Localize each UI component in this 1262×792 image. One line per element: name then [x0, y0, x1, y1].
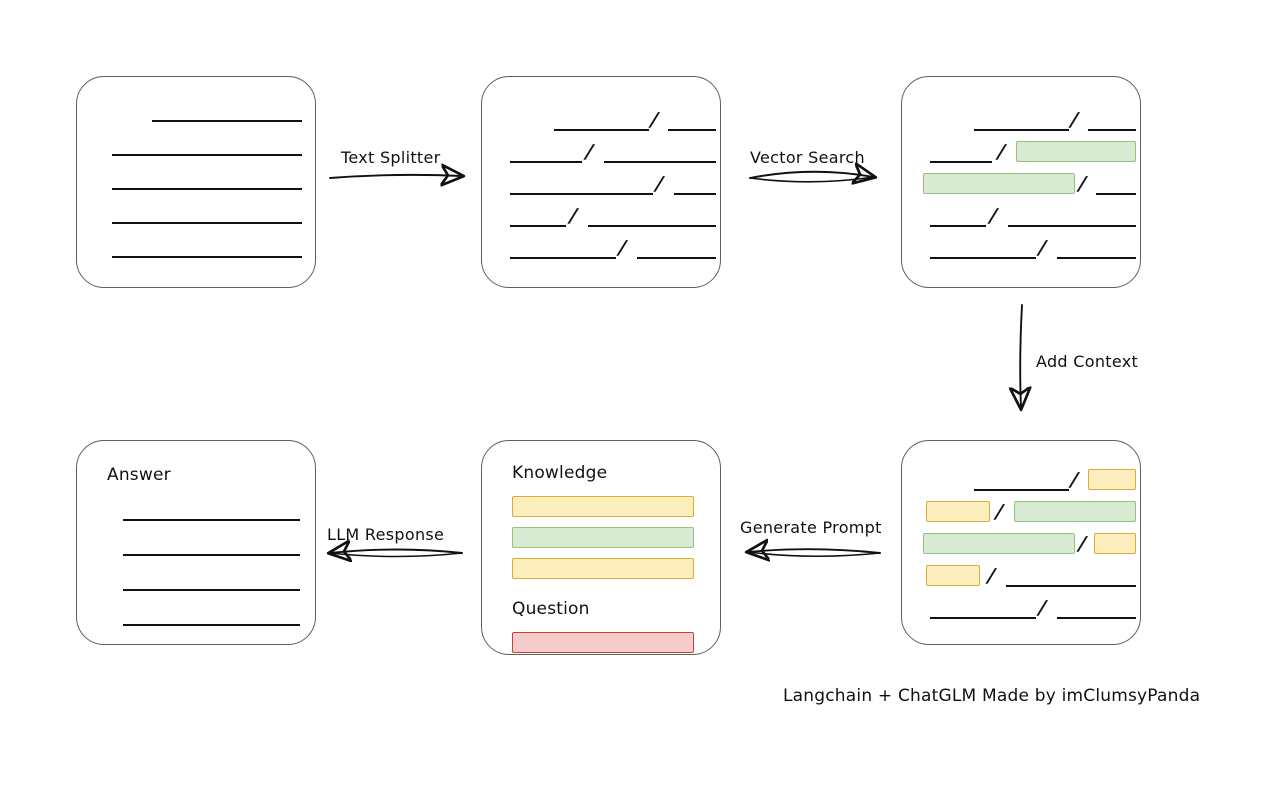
separator-slash: / [988, 205, 999, 227]
arrow-label-llm-response: LLM Response [327, 525, 445, 544]
separator-slash: / [1069, 109, 1080, 131]
text-rule [1008, 225, 1136, 227]
separator-slash: / [986, 565, 997, 587]
text-rule [974, 489, 1069, 491]
text-rule [1057, 257, 1136, 259]
prompt-bar-red [512, 632, 694, 653]
arrow-generate-prompt [748, 549, 881, 556]
arrow-label-generate-prompt: Generate Prompt [740, 518, 882, 537]
text-rule [974, 129, 1069, 131]
separator-slash: / [1037, 237, 1048, 259]
text-rule [510, 193, 653, 195]
text-rule [930, 617, 1036, 619]
separator-slash: / [1077, 533, 1088, 555]
highlight-chip-yellow [1088, 469, 1136, 490]
separator-slash: / [584, 141, 595, 163]
highlight-chip-green [1014, 501, 1136, 522]
card-context-document[interactable]: / / / / / [901, 440, 1141, 645]
highlight-chip-green [923, 173, 1075, 194]
separator-slash: / [996, 141, 1007, 163]
text-rule [112, 188, 302, 190]
text-rule [930, 225, 986, 227]
separator-slash: / [1077, 173, 1088, 195]
text-rule [930, 257, 1036, 259]
prompt-section-heading: Knowledge [512, 463, 608, 483]
arrow-label-text-splitter: Text Splitter [341, 148, 441, 167]
text-rule [930, 161, 992, 163]
text-rule [123, 589, 300, 591]
card-split-chunks[interactable]: / / / / / [481, 76, 721, 288]
text-rule [152, 120, 302, 122]
text-rule [510, 257, 616, 259]
prompt-bar-yellow [512, 558, 694, 579]
card-matched-chunks[interactable]: / / / / / [901, 76, 1141, 288]
text-rule [112, 154, 302, 156]
arrow-vector-search [749, 172, 874, 182]
prompt-bar-yellow [512, 496, 694, 517]
separator-slash: / [568, 205, 579, 227]
text-rule [112, 222, 302, 224]
answer-heading: Answer [107, 465, 171, 485]
text-rule [123, 554, 300, 556]
highlight-chip-yellow [926, 565, 980, 586]
text-rule [123, 519, 300, 521]
arrow-llm-response [330, 550, 463, 557]
prompt-section-heading: Question [512, 599, 590, 619]
text-rule [554, 129, 649, 131]
text-rule [510, 161, 582, 163]
separator-slash: / [654, 173, 665, 195]
separator-slash: / [649, 109, 660, 131]
text-rule [1096, 193, 1136, 195]
text-rule [123, 624, 300, 626]
separator-slash: / [1069, 469, 1080, 491]
text-rule [588, 225, 716, 227]
text-rule [1006, 585, 1136, 587]
card-answer[interactable]: Answer [76, 440, 316, 645]
text-rule [668, 129, 716, 131]
card-source-document[interactable] [76, 76, 316, 288]
highlight-chip-green [1016, 141, 1136, 162]
text-rule [510, 225, 566, 227]
arrow-label-add-context: Add Context [1036, 352, 1139, 371]
text-rule [112, 256, 302, 258]
highlight-chip-yellow [1094, 533, 1136, 554]
text-rule [674, 193, 716, 195]
text-rule [604, 161, 716, 163]
separator-slash: / [994, 501, 1005, 523]
highlight-chip-green [923, 533, 1075, 554]
text-rule [637, 257, 716, 259]
footer-credit: Langchain + ChatGLM Made by imClumsyPand… [783, 686, 1201, 706]
arrow-text-splitter [329, 175, 462, 178]
text-rule [1057, 617, 1136, 619]
separator-slash: / [1037, 597, 1048, 619]
highlight-chip-yellow [926, 501, 990, 522]
arrow-add-context [1020, 304, 1022, 408]
prompt-bar-green [512, 527, 694, 548]
arrow-label-vector-search: Vector Search [750, 148, 865, 167]
text-rule [1088, 129, 1136, 131]
separator-slash: / [617, 237, 628, 259]
